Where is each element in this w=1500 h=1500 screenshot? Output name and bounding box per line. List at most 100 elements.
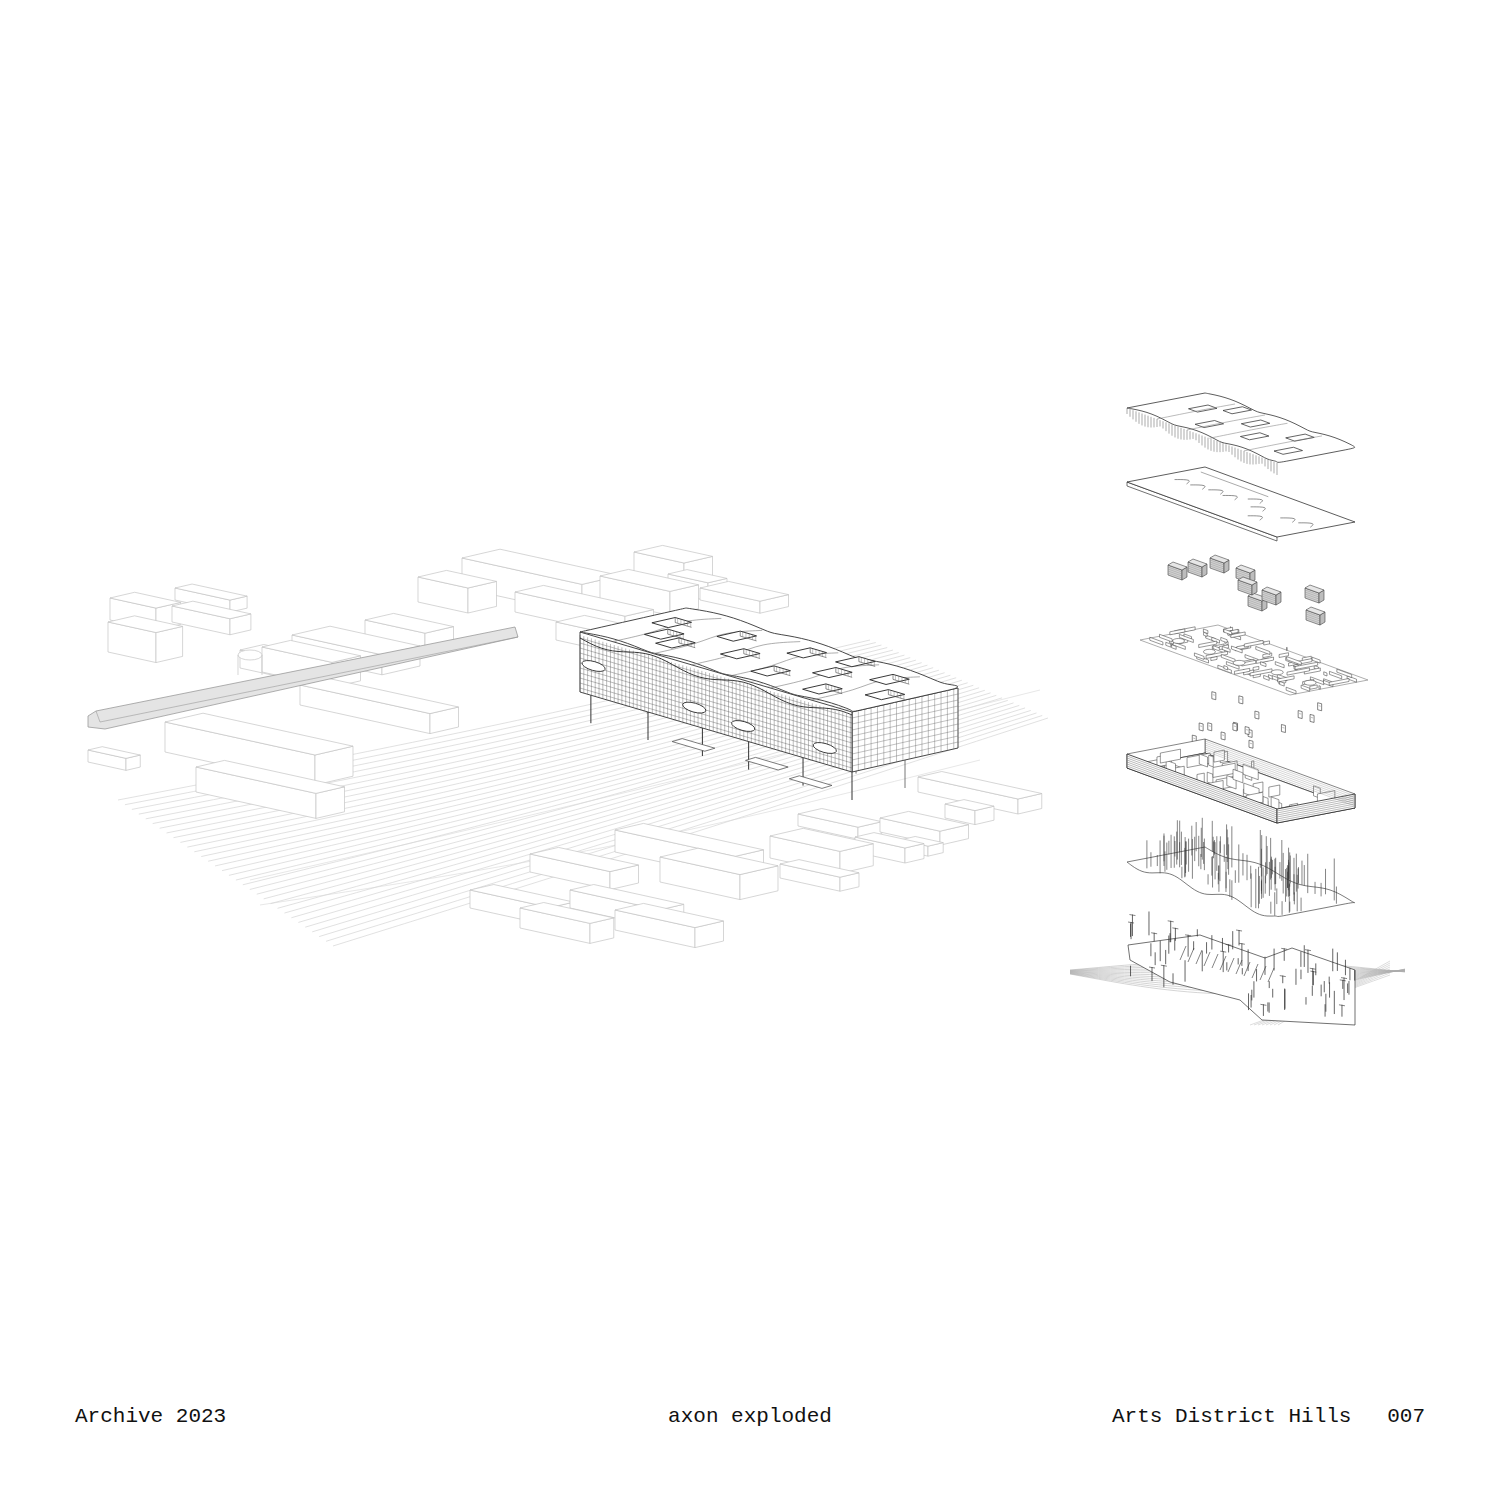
courtyard-mullion (684, 640, 685, 645)
roof-courtyard (644, 629, 684, 639)
facade-grid (644, 654, 645, 711)
base-column (1325, 994, 1326, 1012)
facade-grid (625, 648, 626, 705)
core-piece (1222, 734, 1224, 736)
base-column (1173, 973, 1174, 984)
column-line (1224, 844, 1225, 861)
base-column (1170, 921, 1171, 942)
column-line (1270, 902, 1271, 914)
plan-wall (1244, 640, 1263, 647)
floor-opening (1298, 523, 1313, 527)
context-building (615, 903, 724, 927)
facade-grid (770, 691, 771, 748)
plan-wall (1224, 629, 1232, 635)
roof-fringe (1127, 408, 1128, 414)
core-piece (1311, 717, 1313, 719)
block-hatch (1248, 598, 1262, 603)
roof-courtyard (1189, 405, 1218, 412)
end-wall (1277, 794, 1355, 823)
column-line (1287, 865, 1288, 888)
courtyard-mullion (749, 634, 750, 639)
column-line (1174, 841, 1175, 857)
block-hatch (1168, 569, 1182, 574)
facade-grid (701, 671, 702, 728)
base-column (1345, 960, 1346, 975)
plan-wall (1231, 646, 1242, 653)
courtyard-wall (668, 629, 684, 639)
block-hatch (1210, 564, 1224, 569)
facade-grid (819, 706, 820, 763)
core-piece (1208, 723, 1212, 731)
base-beam (1280, 976, 1286, 977)
block-hatch (1210, 560, 1224, 565)
base-column (1185, 960, 1186, 981)
roof-courtyard (1195, 421, 1224, 428)
column-line (1286, 868, 1287, 897)
context-building (110, 592, 181, 608)
column-line (1176, 832, 1177, 865)
column-line (1298, 869, 1299, 889)
wall-hatch (1205, 751, 1355, 806)
program-block (1210, 555, 1229, 563)
plan-wall (1301, 685, 1310, 691)
context-building (530, 847, 639, 871)
courtyard-mullion (680, 619, 681, 624)
column-line (1171, 835, 1172, 868)
courtyard-mullion (825, 652, 826, 657)
program-block (1236, 565, 1255, 573)
block-hatch (1210, 562, 1224, 567)
plan-wall (1272, 676, 1277, 681)
wall-hatch (1277, 800, 1355, 815)
context-building (515, 585, 654, 616)
column (748, 742, 749, 770)
plan-wall (1286, 647, 1288, 650)
courtyard-wall (888, 690, 904, 700)
facade-grid (667, 661, 668, 718)
facade-grid (758, 688, 759, 745)
core-piece (1239, 696, 1243, 704)
column-line (1196, 822, 1197, 851)
block-hatch (1248, 604, 1262, 609)
facade-grid (606, 643, 607, 700)
column-line (1164, 851, 1165, 871)
oval-opening (681, 700, 707, 715)
courtyard-mullion (673, 631, 674, 636)
base-column (1211, 935, 1212, 949)
facade-grid (637, 652, 638, 709)
roof-fringe (1199, 434, 1200, 443)
column-line (1242, 853, 1243, 875)
core-piece (1200, 725, 1202, 727)
roof-fringe (1232, 447, 1233, 455)
context-tower (262, 655, 263, 675)
base-column (1274, 949, 1275, 971)
roof-fringe (1268, 460, 1269, 469)
wall-hatch (1277, 796, 1355, 811)
plan-wall (1221, 637, 1227, 642)
courtyard-mullion (874, 661, 875, 666)
courtyard-mullion (831, 686, 832, 691)
column-line (1208, 874, 1209, 884)
courtyard-mullion (838, 688, 839, 693)
core-piece (1233, 723, 1237, 731)
column-line (1251, 873, 1252, 907)
base-column (1228, 944, 1229, 952)
rail-track (236, 683, 968, 880)
facade-grid (852, 706, 958, 730)
column-line (1271, 859, 1272, 890)
facade-grid (580, 635, 581, 692)
program-block (1168, 562, 1187, 570)
base-beam (1168, 921, 1174, 922)
base-column (1344, 978, 1345, 1000)
base-column (1163, 965, 1164, 987)
base-column (1152, 967, 1153, 981)
context-building (520, 903, 614, 924)
column-line (1269, 862, 1270, 896)
facade-grid (663, 660, 664, 717)
courtyard-mullion (670, 630, 671, 635)
column-line (1283, 853, 1284, 894)
column-line (1276, 888, 1277, 904)
column-line (1194, 837, 1195, 861)
bridge-truss (1180, 946, 1186, 960)
facade-grid (580, 678, 852, 758)
